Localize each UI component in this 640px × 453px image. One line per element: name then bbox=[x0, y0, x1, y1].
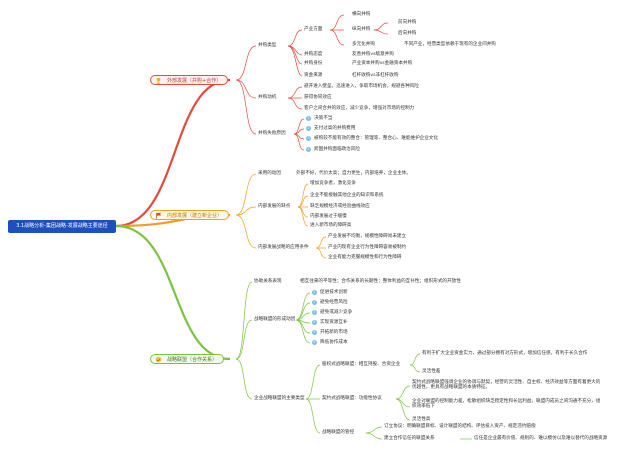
node-merger-motive[interactable]: 并购动机 bbox=[258, 95, 277, 100]
node-horizontal[interactable]: 横向并购 bbox=[352, 12, 371, 17]
node-attitude[interactable]: 并购态度 bbox=[304, 52, 323, 57]
node-cons-2: 企业不能接触其他企业的知识和系统 bbox=[310, 193, 384, 198]
node-contract-1: 契约式战略联盟强调企业的协调与默契，经营的灵活性、自主权、经济效益等方面有着更大… bbox=[412, 380, 601, 390]
node-contract-3: 灵活性高 bbox=[412, 417, 431, 422]
node-body-note: 产业资本并购vs金融资本并购 bbox=[352, 61, 413, 66]
node-feature[interactable]: 协助关系表现 bbox=[254, 279, 282, 284]
node-fail-1: 决策不当 bbox=[314, 116, 333, 121]
node-alliance-motive-4: 实现资源互补 bbox=[320, 320, 348, 325]
node-fail-2: 支付过高的并购费用 bbox=[314, 126, 356, 131]
node-equity-2: 灵活性差 bbox=[422, 369, 441, 374]
node-vertical[interactable]: 纵向并购 bbox=[352, 27, 371, 32]
handshake-icon bbox=[155, 356, 162, 363]
node-cons-3: 缺乏规模经济或经验曲线效应 bbox=[310, 204, 370, 209]
node-alliance-motive-3: 避免或减少竞争 bbox=[320, 310, 353, 315]
node-contract-2: 企业对联盟的控制能力差，松散组织缺乏稳定性和长远利益，联盟内成员之间沟通不充分，… bbox=[412, 399, 601, 409]
number-badge: 3 bbox=[306, 136, 311, 141]
number-badge: 5 bbox=[312, 330, 317, 335]
node-management[interactable]: 战略联盟的管控 bbox=[322, 430, 355, 435]
node-motive-1: 避开进入壁垒，迅速进入，争取市场机会，规避各种风险 bbox=[304, 84, 419, 89]
number-badge: 4 bbox=[312, 320, 317, 325]
node-fail-reasons[interactable]: 并购失败原因 bbox=[258, 131, 286, 136]
node-fail-4: 跨国并购面临政治风险 bbox=[314, 147, 360, 152]
number-badge: 1 bbox=[312, 290, 317, 295]
node-motive-2: 获得协同效应 bbox=[304, 95, 332, 100]
node-motive-3: 客户之间合并的效应，减少竞争，增强对市场的控制力 bbox=[304, 106, 415, 111]
node-cons-1: 增加竞争者，激化竞争 bbox=[310, 181, 356, 186]
number-badge: 2 bbox=[312, 300, 317, 305]
branch-internal-development[interactable]: 内部发展（建立新企业） bbox=[150, 210, 230, 220]
node-equity-1: 有利于扩大企业资金实力，通过部分拥有对方形式，增加信任感，有利于长久合作 bbox=[422, 351, 588, 356]
branch-label: 外部发展（并购+合作） bbox=[167, 78, 222, 84]
node-mgmt-2: 建立合作信任的联盟关系 bbox=[384, 436, 435, 441]
node-drive[interactable]: 采用的动因 bbox=[258, 171, 281, 176]
number-badge: 3 bbox=[312, 310, 317, 315]
node-fit[interactable]: 内部发展战略的应用条件 bbox=[258, 245, 309, 250]
node-industry-direction[interactable]: 产业方面 bbox=[304, 27, 323, 32]
node-diversified[interactable]: 多元化并购 bbox=[352, 42, 375, 47]
node-fit-2: 产业内现有企业行为性障碍容易被制约 bbox=[328, 245, 407, 250]
node-fail-3: 被购较不能有效的整合：管理等、整合心、难能维护企业文化 bbox=[314, 136, 439, 141]
node-feature-text: 相互往来的平等性；合作关系的长期性；整体利益的互补性；组织形式的开放性 bbox=[300, 279, 461, 284]
node-contract[interactable]: 契约式战略联盟：功能性协议 bbox=[322, 396, 382, 401]
node-equity[interactable]: 股权式战略联盟：相互持股、合资企业 bbox=[322, 362, 401, 367]
node-attitude-note: 友善并购vs敌意并购 bbox=[352, 52, 394, 57]
node-body[interactable]: 并购身份 bbox=[304, 61, 323, 66]
number-badge: 1 bbox=[306, 116, 311, 121]
node-alliance-motive-2: 避免经营风险 bbox=[320, 300, 348, 305]
node-backward[interactable]: 后向并购 bbox=[398, 31, 417, 36]
node-mgmt-1: 订立协议：明确联盟目标、设计联盟的结构、评估投入资产、规定违约赔偿 bbox=[384, 424, 536, 429]
branch-label: 战略联盟（合作关系） bbox=[167, 357, 218, 363]
branch-strategic-alliance[interactable]: 战略联盟（合作关系） bbox=[150, 354, 225, 364]
node-alliance-motive-1: 促进技术创新 bbox=[320, 290, 348, 295]
flag-icon bbox=[156, 212, 162, 219]
number-badge: 4 bbox=[306, 147, 311, 152]
node-alliance-motive-6: 降低协作成本 bbox=[320, 340, 348, 345]
branch-external-development[interactable]: 外部发展（并购+合作） bbox=[150, 75, 229, 85]
node-alliance-types[interactable]: 企业战略联盟的主要类型 bbox=[254, 396, 305, 401]
node-merger-types[interactable]: 并购类型 bbox=[258, 43, 277, 48]
node-forward[interactable]: 前向并购 bbox=[398, 20, 417, 25]
branch-label: 内部发展（建立新企业） bbox=[167, 213, 223, 219]
root-topic[interactable]: 3.1战略分析-集团战略-发展战略主要途径 bbox=[8, 220, 116, 233]
node-fit-1: 产业发展不均衡，规模性障碍尚未建立 bbox=[328, 234, 407, 239]
number-badge: 2 bbox=[306, 126, 311, 131]
number-badge: 6 bbox=[312, 340, 317, 345]
node-alliance-motive[interactable]: 战略联盟的形成动因 bbox=[254, 317, 296, 322]
node-alliance-motive-5: 开拓新的市场 bbox=[320, 330, 348, 335]
node-mgmt-2-note: 信任是企业最有价值、规则的、难以模仿以及难以替代的战略资源 bbox=[474, 436, 608, 441]
node-cons-4: 内部发展过于缓慢 bbox=[310, 214, 347, 219]
trophy-icon bbox=[156, 77, 161, 84]
node-cons[interactable]: 内部发展的缺点 bbox=[258, 204, 291, 209]
node-cons-5: 进入新市场的障碍高 bbox=[310, 223, 352, 228]
node-fit-3: 企业有能力克服规模性和行为性障碍 bbox=[328, 255, 402, 260]
node-funding-note: 杠杆收购vs非杠杆收购 bbox=[352, 73, 399, 78]
node-diversified-note: 不同产业，经营类型依赖于现有的企业间并购 bbox=[404, 42, 496, 47]
node-funding[interactable]: 资金来源 bbox=[304, 73, 323, 78]
node-drive-text: 外部不好，代价太高；自力更生，内部培养，企业主体。 bbox=[296, 171, 411, 176]
